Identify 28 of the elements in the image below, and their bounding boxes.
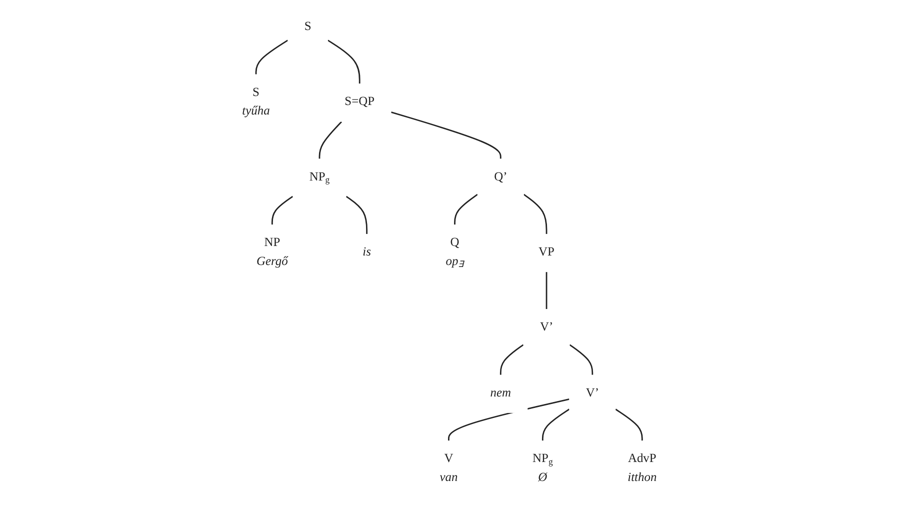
connector [542, 408, 570, 441]
connector [500, 344, 524, 375]
node-text: Q’ [494, 169, 507, 184]
node-text: Q op$_{∃}$ [445, 234, 464, 270]
node-text: V van [439, 451, 458, 484]
connector [271, 196, 293, 225]
connector [327, 40, 360, 84]
connector [523, 194, 547, 234]
node-text: NP$_{g}$ [308, 169, 330, 185]
connector [254, 40, 288, 74]
connector [454, 194, 478, 225]
node-text: S [304, 18, 311, 33]
connector [568, 344, 593, 375]
node-text: NP$_{g}$ Ø [532, 451, 552, 484]
connector [345, 196, 368, 234]
node-text: is [362, 244, 371, 258]
node-text: S=QP [344, 94, 374, 108]
connector [448, 398, 569, 441]
connector [318, 121, 342, 159]
node-text: NP Gergő [256, 234, 288, 268]
node-text: AdvP itthon [627, 451, 656, 484]
node-text: VP [538, 244, 554, 258]
connector [390, 112, 501, 159]
node-text: V’ [585, 385, 599, 400]
node-text: S tyűha [242, 84, 270, 118]
node-text: V’ [540, 319, 553, 334]
connector [545, 272, 547, 310]
connector [614, 408, 642, 441]
